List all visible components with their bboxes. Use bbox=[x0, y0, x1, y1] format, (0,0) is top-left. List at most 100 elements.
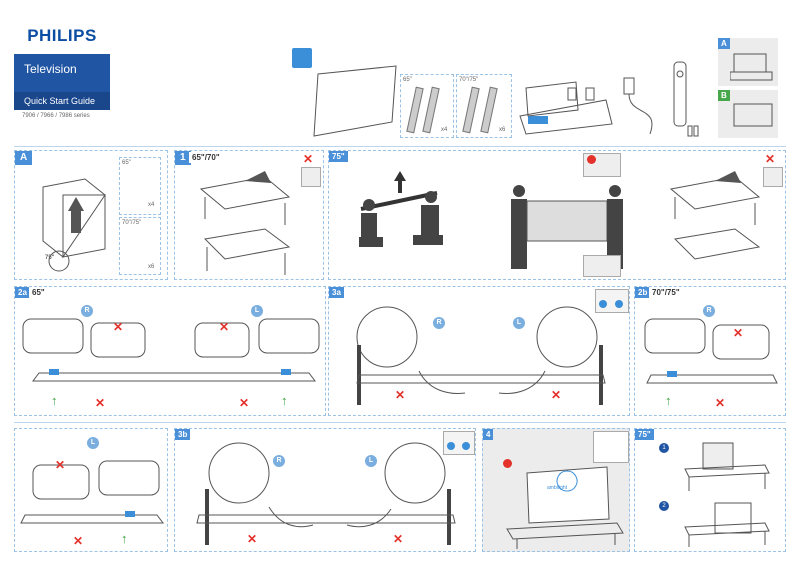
left-marker: L bbox=[513, 317, 525, 329]
step-2a-size: 65" bbox=[29, 287, 48, 298]
leg-shape bbox=[480, 86, 498, 134]
leg-shape bbox=[462, 86, 480, 134]
manual-illustration bbox=[519, 81, 613, 135]
step-2a-left-panel: L ✕ ✕ ↑ bbox=[14, 428, 168, 552]
step-2a-number: 2a bbox=[15, 287, 30, 298]
legs-65-size: 65" bbox=[122, 160, 131, 166]
step-1-panel: 1 65"/70" ✕ bbox=[174, 150, 324, 280]
wrong-slot-mark: ✕ bbox=[219, 320, 230, 334]
wrong-slot-mark: ✕ bbox=[733, 326, 744, 340]
legs-65-qty: x4 bbox=[148, 202, 155, 208]
step-4-panel: 4 ambilight bbox=[482, 428, 630, 552]
product-title: Television bbox=[24, 62, 77, 76]
option-a-panel: A bbox=[718, 38, 778, 86]
screw-legs-illustration bbox=[196, 442, 456, 545]
tv-on-stand-illustration bbox=[506, 466, 624, 549]
guide-title: Quick Start Guide bbox=[14, 92, 110, 110]
legs-70-size: 70"/75" bbox=[459, 77, 479, 83]
right-marker: R bbox=[703, 305, 715, 317]
warning-icon bbox=[503, 459, 512, 468]
step-3b-number: 3b bbox=[175, 429, 191, 440]
step-a-label: A bbox=[15, 151, 33, 165]
screen-logo: ambilight bbox=[547, 485, 568, 491]
step-number-1: 1 bbox=[659, 443, 669, 453]
divider bbox=[14, 422, 786, 423]
unboxing-illustration bbox=[42, 178, 106, 272]
screw-legs-illustration bbox=[356, 306, 606, 405]
screw-icon bbox=[447, 442, 455, 450]
step-3b-panel: 3b R L ✕ ✕ bbox=[174, 428, 476, 552]
box-icon bbox=[292, 48, 312, 68]
leg-slot-detail-illustration bbox=[22, 318, 320, 382]
right-marker: R bbox=[273, 455, 285, 467]
step-1-sizes: 65"/70" bbox=[189, 152, 223, 163]
right-marker: R bbox=[433, 317, 445, 329]
screw-icon bbox=[599, 300, 607, 308]
legs-65-qty: x4 bbox=[441, 127, 448, 133]
screw-icon bbox=[462, 442, 470, 450]
option-b-label: B bbox=[718, 90, 730, 101]
lay-tv-on-table-illustration bbox=[669, 171, 761, 260]
wrong-mark: ✕ bbox=[393, 532, 404, 546]
leg-shape bbox=[422, 86, 440, 134]
wrong-mark: ✕ bbox=[247, 532, 258, 546]
step-3a-panel: 3a R L ✕ ✕ bbox=[328, 286, 630, 416]
step-75-panel: 75" ✕ bbox=[328, 150, 786, 280]
left-marker: L bbox=[365, 455, 377, 467]
legs-70-qty: x6 bbox=[499, 127, 506, 133]
lay-tv-on-table-illustration bbox=[199, 171, 291, 275]
divider bbox=[14, 146, 786, 147]
screwdriver-choice-thumb bbox=[595, 289, 629, 313]
weight-tag: 75" bbox=[45, 255, 55, 261]
legs-65-panel: 65" x4 bbox=[400, 74, 454, 138]
step-3a-number: 3a bbox=[329, 287, 344, 298]
two-person-lift-illustration bbox=[359, 171, 443, 247]
step-75-size: 75" bbox=[329, 151, 348, 162]
legs-70-qty: x6 bbox=[148, 264, 155, 270]
floor-thumb bbox=[583, 255, 621, 277]
brand-block: PHILIPS Television Quick Start Guide bbox=[14, 14, 110, 110]
correct-arrow-icon: ↑ bbox=[281, 393, 288, 408]
stand-install-75-illustration bbox=[684, 442, 770, 547]
option-b-panel: B bbox=[718, 90, 778, 138]
left-marker: L bbox=[251, 305, 263, 317]
step-4-number: 4 bbox=[483, 429, 494, 440]
warning-thumb bbox=[301, 167, 321, 187]
step-2b-size: 70"/75" bbox=[649, 287, 683, 298]
correct-arrow-icon: ↑ bbox=[121, 531, 128, 546]
step-1-number: 1 bbox=[175, 151, 191, 165]
leg-slot-detail-illustration bbox=[644, 318, 778, 384]
power-cord-illustration bbox=[623, 77, 653, 135]
correct-arrow-icon: ↑ bbox=[51, 393, 58, 408]
wrong-mark: ✕ bbox=[395, 388, 406, 402]
correct-arrow-icon: ↑ bbox=[665, 393, 672, 408]
left-marker: L bbox=[87, 437, 99, 449]
legs-65-size: 65" bbox=[403, 77, 412, 83]
screwdriver-choice-thumb bbox=[443, 431, 475, 455]
legs-70-box: 70"/75" x6 bbox=[119, 217, 161, 275]
step-2b-number: 2b bbox=[635, 287, 651, 298]
leg-shape bbox=[406, 86, 424, 134]
not-allowed-icon: ✕ bbox=[765, 152, 776, 166]
step-2a-panel: 2a 65" R L ✕ ✕ ↑ ✕ ✕ ↑ bbox=[14, 286, 326, 416]
wrong-mark: ✕ bbox=[715, 396, 726, 410]
bracket-icons bbox=[567, 87, 595, 101]
leg-slot-detail-illustration bbox=[20, 460, 164, 524]
wrong-slot-mark: ✕ bbox=[55, 458, 66, 472]
wrong-slot-mark: ✕ bbox=[113, 320, 124, 334]
option-a-label: A bbox=[718, 38, 730, 49]
philips-logo: PHILIPS bbox=[14, 14, 110, 54]
series-text: 7906 / 7966 / 7986 series bbox=[22, 113, 90, 119]
step-number-2: 2 bbox=[659, 501, 669, 511]
screw-icon bbox=[615, 300, 623, 308]
step-a-panel: A 75" 65" x4 70"/75" x6 bbox=[14, 150, 168, 280]
legs-65-box: 65" x4 bbox=[119, 157, 161, 215]
wrong-mark: ✕ bbox=[239, 396, 250, 410]
step-75b-size: 75" bbox=[635, 429, 654, 440]
wrong-mark: ✕ bbox=[551, 388, 562, 402]
carry-upright-illustration bbox=[511, 185, 623, 269]
wrong-mark: ✕ bbox=[95, 396, 106, 410]
right-marker: R bbox=[81, 305, 93, 317]
warning-thumb bbox=[763, 167, 783, 187]
step-2b-panel: 2b 70"/75" R ✕ ↑ ✕ bbox=[634, 286, 786, 416]
